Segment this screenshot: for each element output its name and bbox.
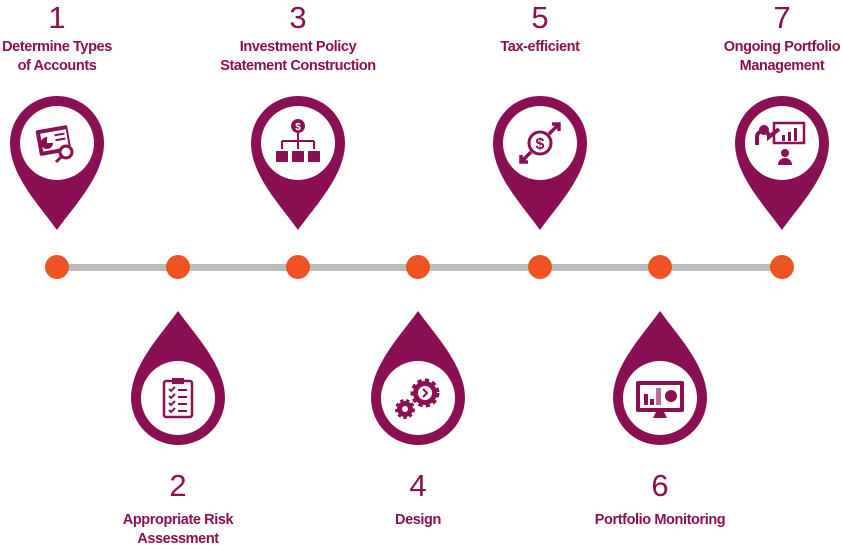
step-label: Portfolio Monitoring	[550, 511, 770, 530]
location-pin-7	[735, 95, 829, 231]
step-label-line: Management	[739, 58, 825, 74]
step-label-line: Design	[395, 512, 441, 528]
step-label-line: Ongoing Portfolio	[723, 39, 841, 55]
step-label-line: of Accounts	[17, 58, 97, 74]
timeline-dot-7	[770, 255, 794, 279]
step-label-line: Statement Construction	[220, 58, 376, 74]
timeline-dot-3	[286, 255, 310, 279]
step-number: 7	[773, 0, 791, 35]
location-pin-6	[613, 311, 707, 446]
location-pin-5: $	[493, 95, 587, 231]
step-number: 5	[531, 0, 549, 35]
timeline-dot-4	[406, 255, 430, 279]
step-number: 2	[169, 468, 187, 503]
svg-text:$: $	[295, 122, 301, 133]
step-label: Design	[308, 511, 528, 530]
step-number: 1	[48, 0, 66, 35]
step-label: Tax-efficient	[430, 38, 650, 57]
timeline-dot-5	[528, 255, 552, 279]
location-pin-1	[9, 95, 104, 231]
timeline-dot-1	[45, 255, 69, 279]
dollar-arrows-icon: $	[519, 122, 561, 164]
monitor-chart-icon	[636, 381, 684, 418]
timeline-dot-6	[648, 255, 672, 279]
timeline-dot-2	[166, 255, 190, 279]
clipboard-checklist-icon	[162, 378, 194, 419]
presenter-chart-icon	[755, 121, 806, 165]
step-number: 6	[651, 468, 669, 503]
step-label-line: Investment Policy	[239, 39, 357, 55]
location-pin-3: $	[251, 95, 345, 231]
dollar-hierarchy-icon: $	[276, 119, 320, 162]
step-label: Determine Types of Accounts	[0, 38, 167, 76]
step-label-line: Appropriate Risk	[122, 512, 234, 528]
location-pin-2	[131, 311, 225, 446]
step-label-line: Tax-efficient	[500, 39, 580, 55]
step-number: 3	[289, 0, 307, 35]
step-number: 4	[409, 468, 427, 503]
step-label-line: Portfolio Monitoring	[594, 512, 726, 528]
report-search-icon	[35, 125, 74, 164]
step-label-line: Determine Types	[2, 39, 112, 55]
svg-text:$: $	[536, 136, 545, 153]
gears-icon	[395, 378, 440, 419]
step-label-line: Assessment	[137, 531, 219, 545]
location-pin-4	[371, 311, 465, 446]
